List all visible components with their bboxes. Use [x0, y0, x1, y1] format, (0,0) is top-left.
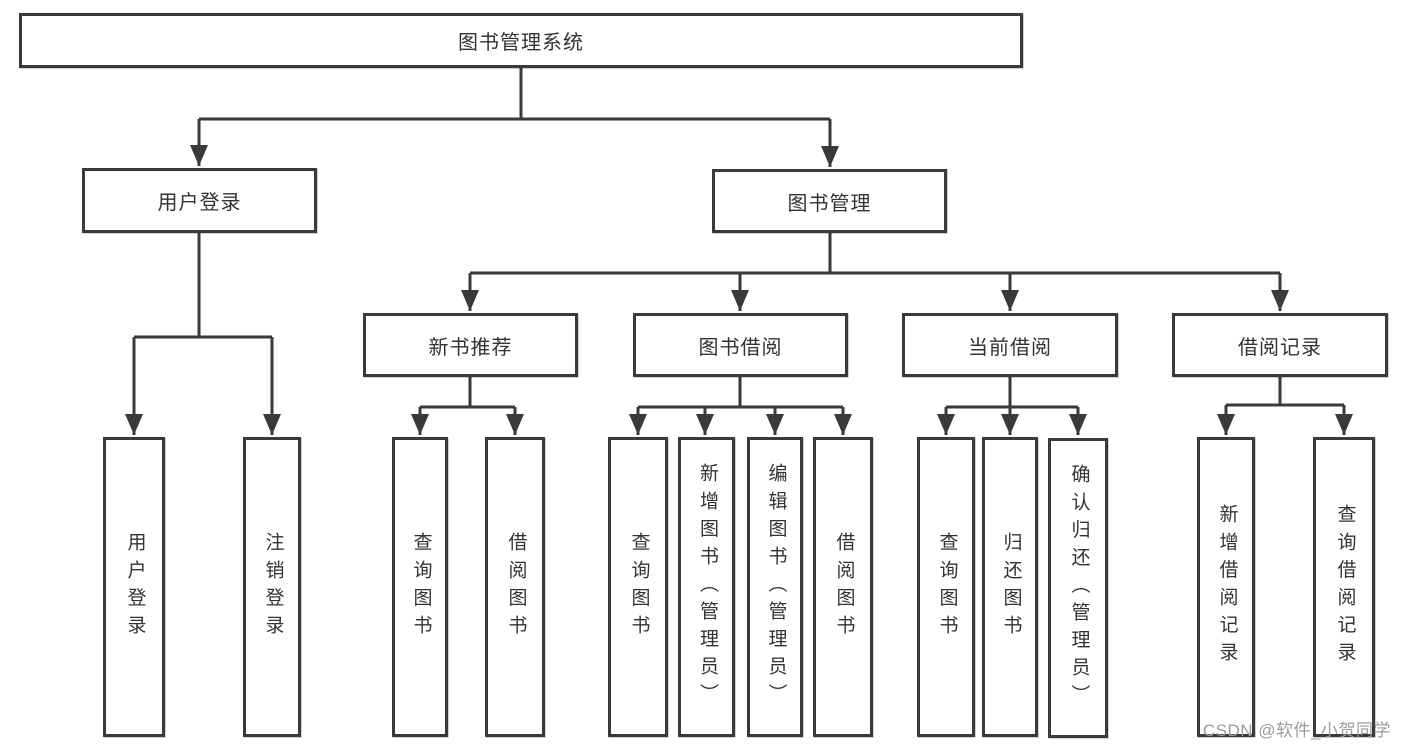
leaf-query-borrow-record: 查询借阅记录: [1313, 437, 1375, 737]
leaf-borrow-books-1: 借阅图书: [485, 437, 545, 737]
node-book-borrow: 图书借阅: [633, 313, 848, 377]
leaf-edit-books-admin: 编辑图书（管理员）: [747, 437, 803, 737]
leaf-confirm-return-admin-label: 确认归还（管理员）: [1068, 464, 1090, 712]
leaf-edit-books-admin-label: 编辑图书（管理员）: [765, 463, 787, 711]
leaf-user-login-label: 用户登录: [124, 531, 146, 643]
leaf-add-borrow-record-label: 新增借阅记录: [1216, 504, 1238, 670]
leaf-query-books-2-label: 查询图书: [628, 531, 650, 643]
node-root: 图书管理系统: [19, 13, 1023, 68]
leaf-borrow-books-2-label: 借阅图书: [833, 531, 855, 643]
leaf-user-login: 用户登录: [103, 437, 165, 737]
watermark: CSDN @软件_小贺同学: [1202, 721, 1391, 740]
leaf-borrow-books-2: 借阅图书: [813, 437, 873, 737]
leaf-add-books-admin: 新增图书（管理员）: [678, 437, 735, 737]
leaf-logout-login-label: 注销登录: [262, 531, 284, 643]
leaf-query-borrow-record-label: 查询借阅记录: [1334, 504, 1356, 670]
node-current-borrow: 当前借阅: [902, 313, 1118, 377]
leaf-query-books-3-label: 查询图书: [936, 531, 958, 643]
leaf-query-books-1-label: 查询图书: [410, 531, 432, 643]
leaf-add-borrow-record: 新增借阅记录: [1197, 437, 1255, 737]
leaf-return-books-label: 归还图书: [1000, 531, 1022, 643]
leaf-query-books-3: 查询图书: [917, 437, 975, 737]
leaf-confirm-return-admin: 确认归还（管理员）: [1048, 438, 1108, 738]
leaf-borrow-books-1-label: 借阅图书: [505, 531, 527, 643]
leaf-query-books-1: 查询图书: [392, 437, 448, 737]
node-user-login: 用户登录: [82, 168, 317, 233]
node-borrow-records: 借阅记录: [1172, 313, 1388, 377]
leaf-return-books: 归还图书: [982, 437, 1038, 737]
node-new-book-recommend: 新书推荐: [363, 313, 578, 377]
leaf-add-books-admin-label: 新增图书（管理员）: [696, 463, 718, 711]
leaf-logout-login: 注销登录: [243, 437, 301, 737]
node-book-management: 图书管理: [712, 169, 947, 233]
leaf-query-books-2: 查询图书: [608, 437, 668, 737]
